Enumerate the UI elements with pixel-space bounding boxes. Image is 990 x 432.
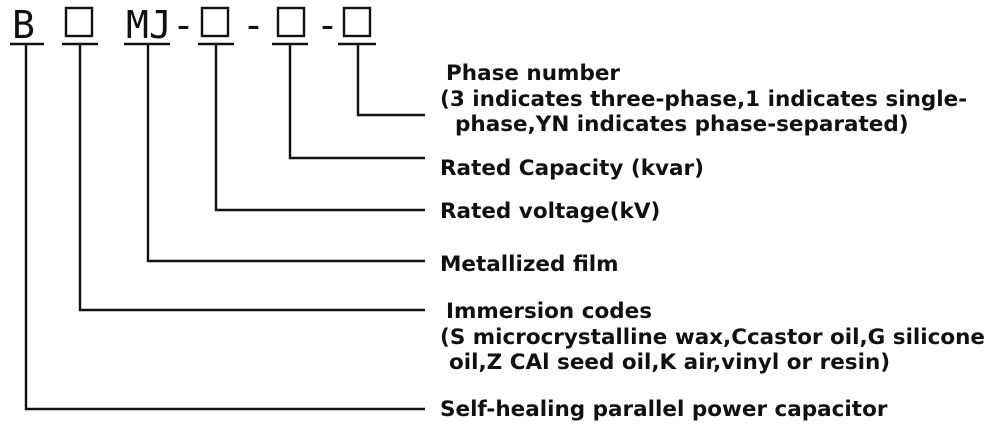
label-metallized-film: Metallized film: [440, 252, 619, 277]
code-separator-3: -: [316, 3, 339, 47]
code-placeholder-capacity: [276, 6, 306, 38]
label-rated-capacity: Rated Capacity (kvar): [440, 156, 704, 181]
label-immersion-title: Immersion codes: [446, 299, 652, 324]
code-separator-2: -: [242, 3, 265, 47]
label-phase-title: Phase number: [446, 61, 620, 86]
label-immersion-detail-line1: (S microcrystalline wax,Ccastor oil,G si…: [440, 325, 985, 350]
leader-voltage: [214, 44, 425, 212]
code-placeholder-immersion: [64, 6, 94, 38]
labels: Phase number (3 indicates three-phase,1 …: [440, 61, 985, 422]
leader-capacity: [288, 44, 425, 160]
code-placeholder-phase: [342, 6, 372, 38]
label-rated-voltage: Rated voltage(kV): [440, 199, 660, 224]
code-film-letters: MJ: [126, 3, 172, 47]
leader-lines: [24, 44, 425, 411]
code-prefix-letter: B: [12, 3, 35, 47]
label-phase-detail-line2: phase,YN indicates phase-separated): [455, 112, 909, 137]
label-immersion-detail-line2: oil,Z CAl seed oil,K air,vinyl or resin): [449, 350, 890, 375]
code-placeholder-voltage: [200, 6, 230, 38]
leader-self-healing: [24, 44, 425, 411]
label-self-healing: Self-healing parallel power capacitor: [440, 397, 888, 422]
leader-film: [146, 44, 425, 263]
leader-phase: [356, 44, 425, 117]
leader-immersion: [78, 44, 425, 312]
code-separator-1: -: [172, 3, 195, 47]
label-phase-detail-line1: (3 indicates three-phase,1 indicates sin…: [440, 87, 967, 112]
model-code: B MJ - - -: [10, 3, 376, 47]
